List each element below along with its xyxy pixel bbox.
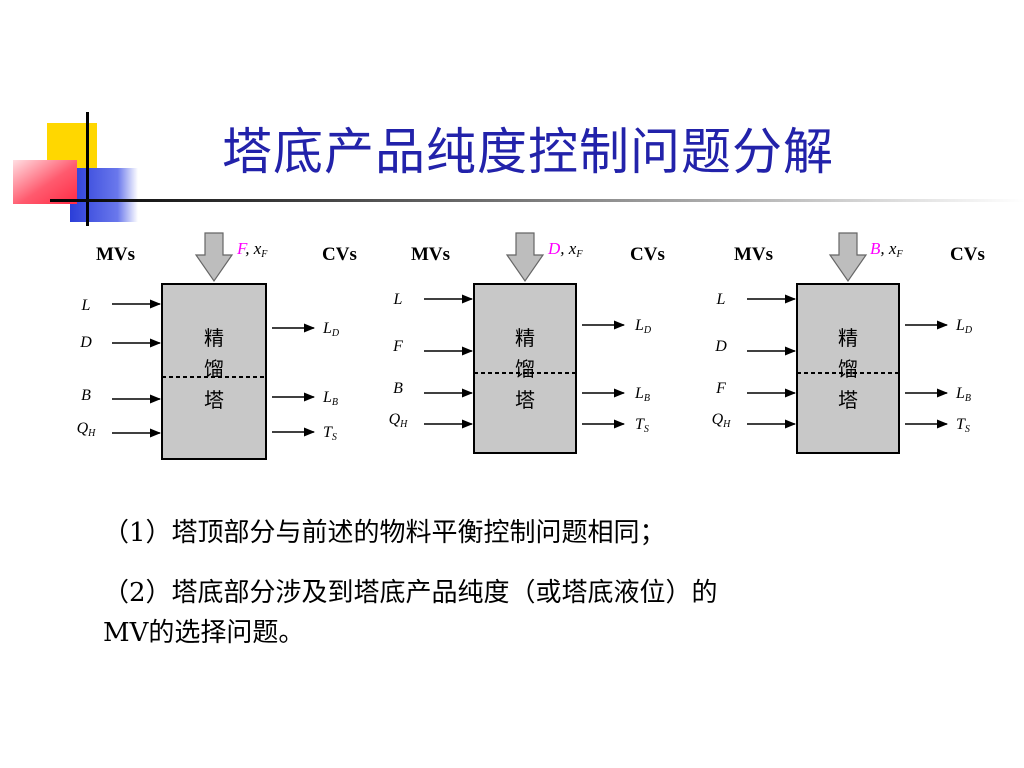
feed-label: B, xF — [870, 239, 903, 260]
column-label-char: 精 — [204, 326, 224, 350]
output-label: TS — [323, 424, 337, 443]
input-label: F — [715, 380, 726, 397]
input-label: QH — [77, 420, 97, 439]
input-label: QH — [389, 411, 409, 430]
output-label: LD — [634, 317, 652, 336]
input-label: L — [716, 291, 726, 308]
mvs-label: MVs — [96, 244, 135, 265]
input-label: L — [81, 297, 91, 314]
title-decoration — [13, 112, 1024, 226]
page-title: 塔底产品纯度控制问题分解 — [222, 123, 834, 181]
deco-red-square — [13, 160, 77, 204]
column-label-char: 塔 — [204, 388, 224, 412]
input-label: D — [714, 338, 727, 355]
mvs-label: MVs — [734, 244, 773, 265]
feed-label: F, xF — [236, 239, 268, 260]
cvs-label: CVs — [950, 244, 985, 265]
input-label: B — [81, 387, 91, 404]
input-label: L — [393, 291, 403, 308]
output-label: LB — [322, 389, 338, 408]
input-label: F — [392, 338, 403, 355]
column-label-char: 精 — [515, 326, 535, 350]
input-label: QH — [712, 411, 732, 430]
column-label-char: 馏 — [515, 357, 535, 381]
input-label: B — [393, 380, 403, 397]
cvs-label: CVs — [322, 244, 357, 265]
feed-arrow — [505, 232, 545, 283]
feed-arrow — [828, 232, 868, 283]
deco-horizontal-rule — [50, 199, 1024, 202]
column-diagram-2: MVs CVs D, xF 精馏塔 L F B QH LD LB TS — [389, 232, 665, 454]
body-line-1: （1）塔顶部分与前述的物料平衡控制问题相同； — [103, 518, 666, 548]
column-label-char: 精 — [838, 326, 858, 350]
feed-label: D, xF — [547, 239, 583, 260]
input-label: D — [79, 334, 92, 351]
output-label: LB — [955, 385, 971, 404]
output-label: LD — [955, 317, 973, 336]
distillation-column — [473, 283, 577, 454]
output-label: LB — [634, 385, 650, 404]
body-paragraph-2: （2）塔底部分涉及到塔底产品纯度（或塔底液位）的 MV的选择问题。 — [103, 573, 718, 653]
body-line-3: MV的选择问题。 — [103, 618, 305, 648]
column-label-char: 馏 — [204, 357, 224, 381]
distillation-column — [161, 283, 267, 460]
deco-blue-square — [70, 168, 138, 222]
feed-arrow — [194, 232, 234, 283]
output-label: LD — [322, 320, 340, 339]
mvs-label: MVs — [411, 244, 450, 265]
column-label-char: 塔 — [838, 388, 858, 412]
output-label: TS — [956, 416, 970, 435]
distillation-column — [796, 283, 900, 454]
deco-vertical-line — [86, 112, 89, 226]
cvs-label: CVs — [630, 244, 665, 265]
body-line-2: （2）塔底部分涉及到塔底产品纯度（或塔底液位）的 — [103, 578, 718, 608]
output-label: TS — [635, 416, 649, 435]
column-label-char: 馏 — [838, 357, 858, 381]
column-label-char: 塔 — [515, 388, 535, 412]
